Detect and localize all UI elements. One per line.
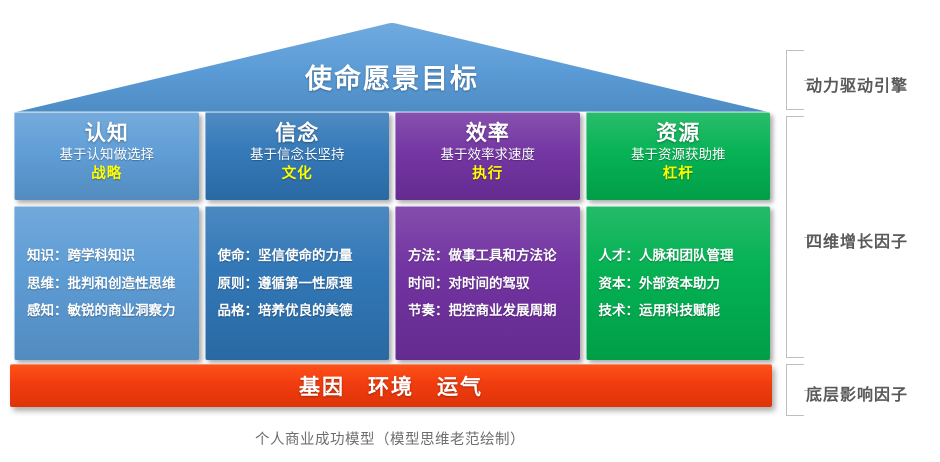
column-title: 效率 [465,121,510,145]
column-item: 感知：敏锐的商业洞察力 [27,303,176,320]
column-keyword: 战略 [91,166,123,183]
column-resource: 资源 基于资源获助推 杠杆 人才：人脉和团队管理 资本：外部资本助力 技术：运用… [585,112,770,360]
column-subtitle: 基于信念长坚持 [250,147,345,164]
column-item: 使命：坚信使命的力量 [217,247,353,264]
column-item: 人才：人脉和团队管理 [598,247,734,264]
column-header-resource[interactable]: 资源 基于资源获助推 杠杆 [585,112,770,200]
column-item: 方法：做事工具和方法论 [408,247,557,264]
column-subtitle: 基于资源获助推 [631,147,726,164]
column-item: 原则：遵循第一性原理 [217,275,353,292]
column-subtitle: 基于认知做选择 [59,147,155,164]
bracket-tick-icon [804,80,814,81]
column-title: 信念 [275,121,320,145]
bracket-tick-icon [804,237,814,238]
column-item: 时间：对时间的驾驭 [408,275,530,292]
column-belief: 信念 基于信念长坚持 文化 使命：坚信使命的力量 原则：遵循第一性原理 品格：培… [204,112,389,360]
foundation-text: 基因 环境 运气 [299,375,483,399]
column-header-efficiency[interactable]: 效率 基于效率求速度 执行 [395,112,580,200]
column-header-cognition[interactable]: 认知 基于认知做选择 战略 [14,112,199,200]
column-cognition: 认知 基于认知做选择 战略 知识：跨学科知识 思维：批判和创造性思维 感知：敏锐… [14,112,199,360]
bracket-underlying [786,364,814,416]
column-efficiency: 效率 基于效率求速度 执行 方法：做事工具和方法论 时间：对时间的驾驭 节奏：把… [395,112,580,360]
column-body-cognition[interactable]: 知识：跨学科知识 思维：批判和创造性思维 感知：敏锐的商业洞察力 [14,206,199,360]
side-label-underlying: 底层影响因子 [806,385,909,404]
column-title: 认知 [84,121,129,145]
column-keyword: 文化 [281,166,313,183]
column-item: 品格：培养优良的美德 [217,303,353,320]
column-item: 知识：跨学科知识 [27,247,135,264]
side-label-factors: 四维增长因子 [806,232,909,251]
side-label-engine: 动力驱动引擎 [806,76,909,95]
column-subtitle: 基于效率求速度 [440,147,536,164]
foundation-bar[interactable]: 基因 环境 运气 [10,364,772,407]
bracket-factors [786,116,814,358]
column-title: 资源 [656,121,701,145]
roof-title: 使命愿景目标 [305,64,479,95]
pillar-columns: 认知 基于认知做选择 战略 知识：跨学科知识 思维：批判和创造性思维 感知：敏锐… [14,112,770,360]
bracket-tick-icon [804,390,814,391]
bracket-engine [786,50,814,110]
column-keyword: 执行 [472,166,504,183]
column-header-belief[interactable]: 信念 基于信念长坚持 文化 [204,112,389,200]
column-item: 资本：外部资本助力 [598,275,721,292]
column-item: 节奏：把控商业发展周期 [408,303,557,320]
column-item: 技术：运用科技赋能 [598,303,721,320]
diagram-caption: 个人商业成功模型（模型思维老范绘制） [255,432,525,448]
column-item: 思维：批判和创造性思维 [27,275,176,292]
column-keyword: 杠杆 [662,166,694,183]
column-body-efficiency[interactable]: 方法：做事工具和方法论 时间：对时间的驾驭 节奏：把控商业发展周期 [395,206,580,360]
column-body-belief[interactable]: 使命：坚信使命的力量 原则：遵循第一性原理 品格：培养优良的美德 [204,206,389,360]
column-body-resource[interactable]: 人才：人脉和团队管理 资本：外部资本助力 技术：运用科技赋能 [585,206,770,360]
